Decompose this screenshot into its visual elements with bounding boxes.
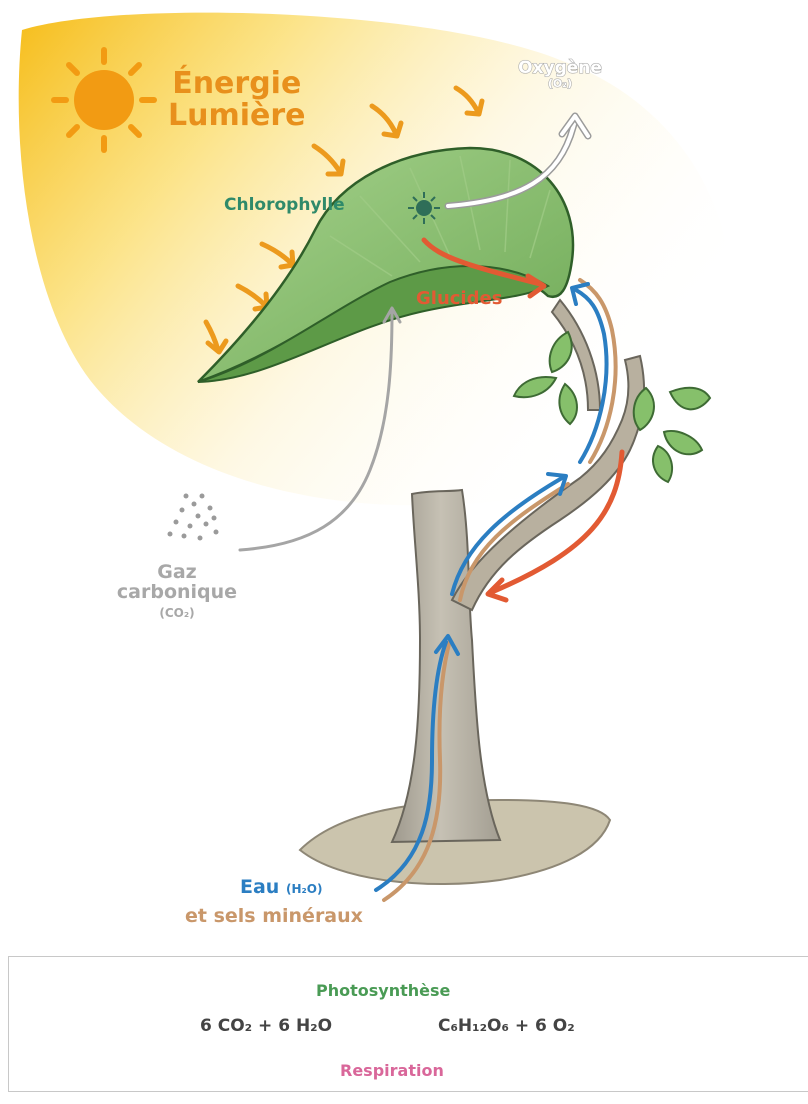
photosynthesis-label: Photosynthèse: [316, 983, 450, 1000]
glucides-label: Glucides: [416, 290, 502, 309]
energy-label-line1: Énergie: [168, 68, 306, 100]
energy-label: Énergie Lumière: [168, 68, 306, 131]
chlorophyll-label: Chlorophylle: [224, 197, 345, 215]
minerals-label: et sels minéraux: [185, 907, 363, 927]
water-formula: (H₂O): [286, 882, 322, 896]
water-label: Eau (H₂O): [240, 878, 322, 898]
equation-reactants: 6 CO₂ + 6 H₂O: [200, 1018, 332, 1036]
equation-products: C₆H₁₂O₆ + 6 O₂: [438, 1018, 575, 1036]
oxygen-label-text: Oxygène: [518, 58, 602, 78]
co2-formula: (CO₂): [102, 607, 252, 620]
water-label-text: Eau: [240, 876, 279, 898]
co2-particles-icon: [168, 494, 219, 541]
oxygen-formula: (O₂): [500, 78, 620, 90]
sun-icon: [54, 50, 154, 150]
energy-label-line2: Lumière: [168, 100, 306, 132]
co2-label-line2: carbonique: [102, 583, 252, 603]
oxygen-label: Oxygène (O₂): [500, 60, 620, 89]
respiration-label: Respiration: [340, 1063, 444, 1080]
co2-label-line1: Gaz: [102, 563, 252, 583]
co2-label: Gaz carbonique (CO₂): [102, 563, 252, 619]
